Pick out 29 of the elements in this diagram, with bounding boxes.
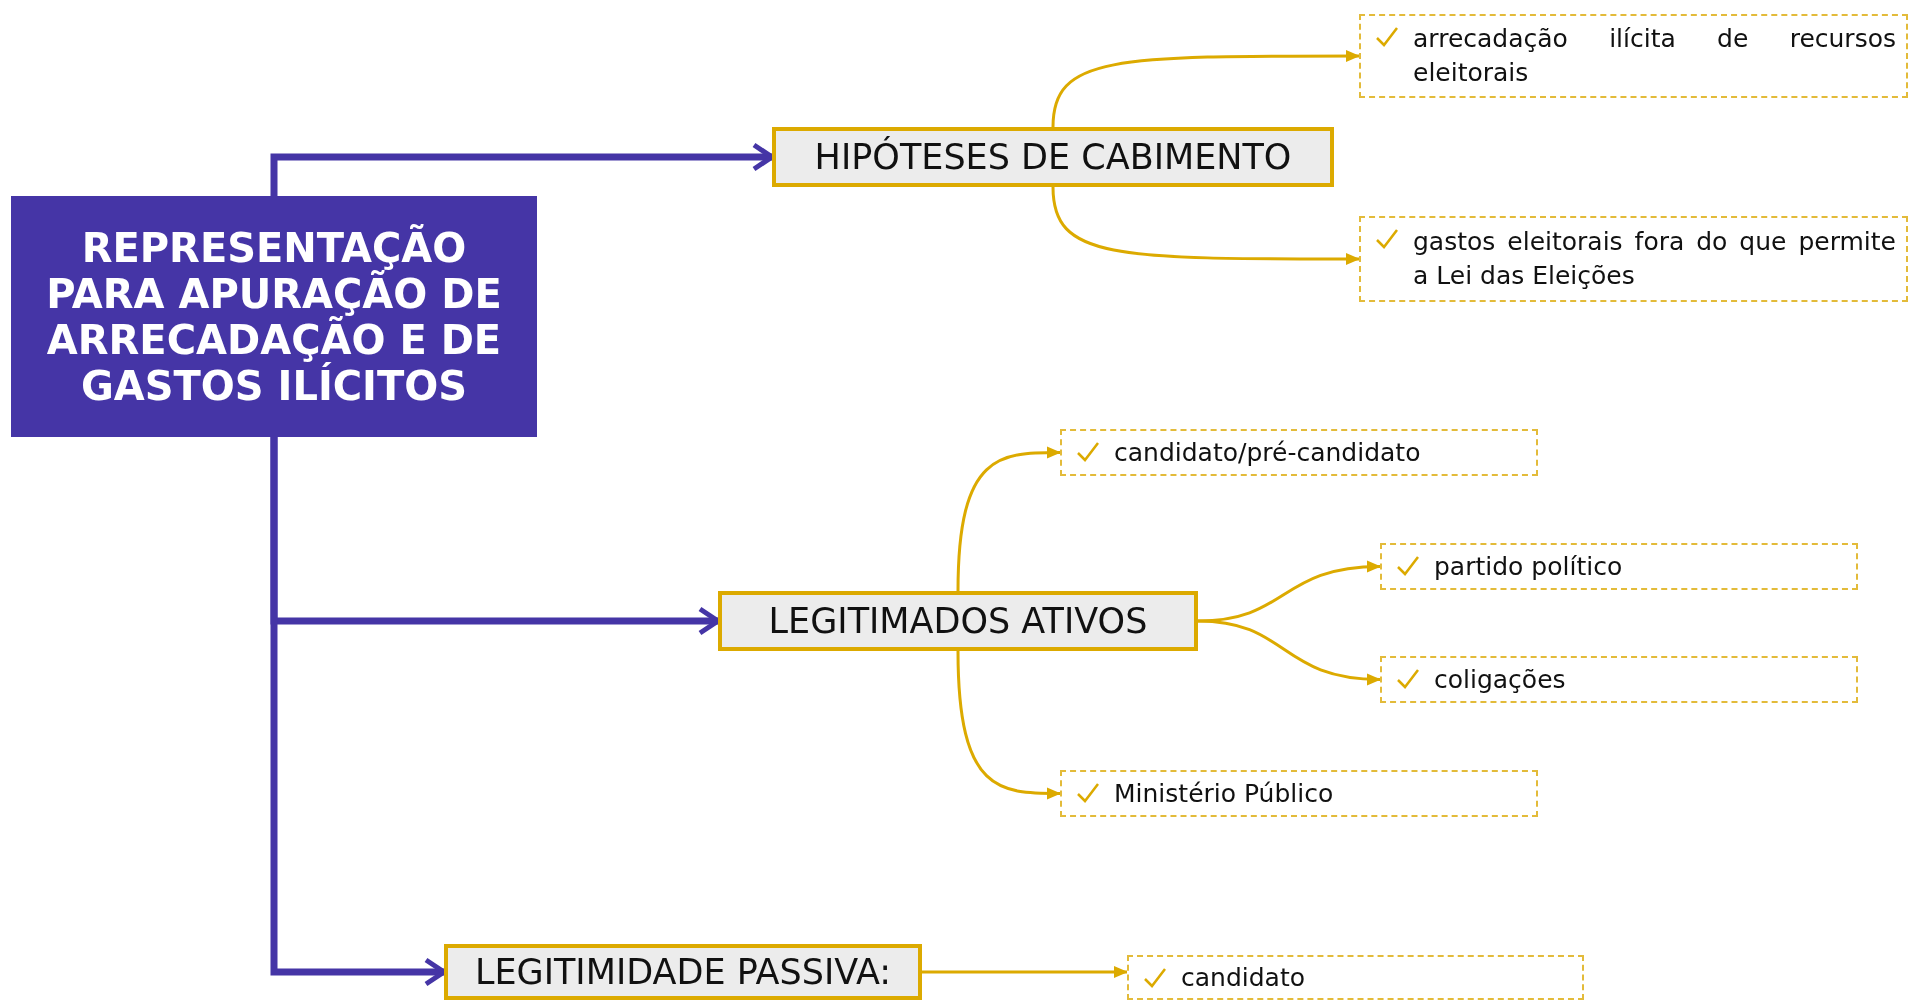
item-box: [1127, 955, 1584, 1000]
arrow: [922, 966, 1128, 978]
title-box: [11, 196, 537, 437]
topic-label: LEGITIMADOS ATIVOS: [768, 601, 1148, 641]
item-text: Ministério Público: [1114, 777, 1335, 810]
arrow: [1051, 50, 1360, 128]
topic-box: [444, 944, 922, 1000]
item-box: [1359, 216, 1908, 302]
item-box: [1359, 14, 1908, 98]
arrow: [1197, 561, 1381, 623]
arrow: [956, 650, 1061, 800]
arrow: [1197, 619, 1381, 685]
topic-label: LEGITIMIDADE PASSIVA:: [474, 952, 892, 992]
item-text: gastos eleitorais fora do que permite a Lei das Eleições: [1413, 226, 1896, 292]
item-text: partido político: [1434, 550, 1624, 583]
item-text: coligações: [1434, 663, 1567, 696]
topic-box: [718, 591, 1198, 651]
item-text: arrecadação ilícita de recursos eleitorais: [1413, 23, 1896, 89]
item-box: [1380, 543, 1858, 590]
item-box: [1060, 429, 1538, 476]
item-text: candidato/pré-candidato: [1114, 436, 1422, 469]
topic-box: [772, 127, 1334, 187]
item-box: [1380, 656, 1858, 703]
item-box: [1060, 770, 1538, 817]
item-text: candidato: [1181, 961, 1306, 994]
arrow: [1051, 186, 1360, 265]
topic-label: HIPÓTESES DE CABIMENTO: [814, 137, 1292, 177]
title-text: REPRESENTAÇÃO PARA APURAÇÃO DE ARRECADAÇÃO E DE GASTOS ILÍCITOS: [45, 224, 503, 409]
arrow: [956, 446, 1061, 592]
